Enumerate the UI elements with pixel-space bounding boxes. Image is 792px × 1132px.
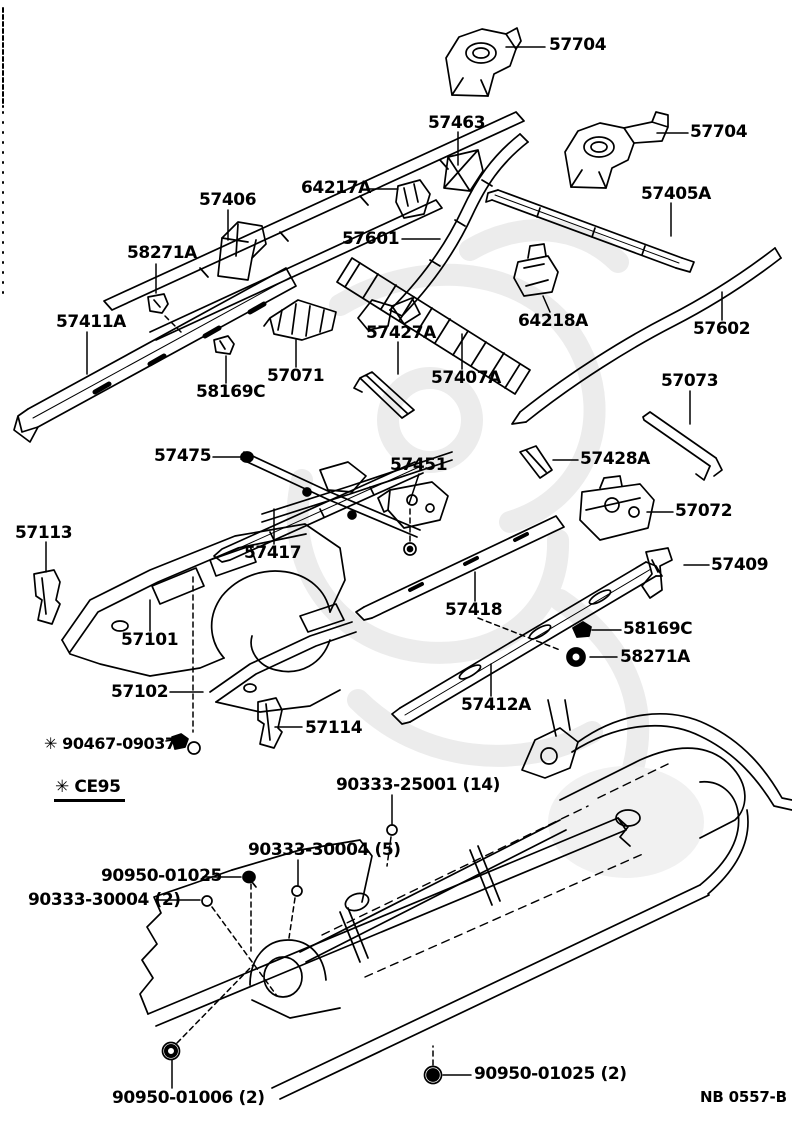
- part-label-57704-right: 57704: [690, 122, 748, 142]
- watermark-pattern: [286, 219, 704, 878]
- part-57071-plate: [263, 299, 337, 341]
- clip-icon-58169C-lower: [572, 621, 592, 638]
- part-label-58169C-lower: 58169C: [623, 619, 693, 639]
- part-label-90333-25001: 90333-25001 (14): [336, 775, 501, 795]
- ring-icon-30004-2: [201, 895, 213, 907]
- part-57704-bracket-right: [564, 111, 669, 189]
- bolt-icon-01025-2: [423, 1065, 443, 1085]
- part-label-64217A: 64217A: [301, 178, 371, 198]
- part-label-58271A-lower: 58271A: [620, 647, 690, 667]
- ring-icon-30004-5: [291, 885, 303, 897]
- part-label-90950-01025-2: 90950-01025 (2): [474, 1064, 627, 1084]
- part-57475-crossmember: [240, 451, 453, 538]
- part-label-57102: 57102: [111, 682, 169, 702]
- part-label-57602: 57602: [693, 319, 751, 339]
- part-57601-crossmember: [357, 133, 529, 331]
- part-57704-bracket-upper: [445, 27, 522, 97]
- part-57073-brace: [642, 411, 723, 481]
- part-label-57114: 57114: [305, 718, 363, 738]
- part-label-57451: 57451: [390, 455, 448, 475]
- underbody-frame-assembly: [139, 699, 792, 1100]
- part-label-57101: 57101: [121, 630, 179, 650]
- part-label-90333-30004-2: 90333-30004 (2): [28, 890, 181, 910]
- part-57418-member: [355, 515, 565, 621]
- part-label-57409: 57409: [711, 555, 769, 575]
- ring-icon-25001: [386, 824, 398, 836]
- part-label-90950-01006: 90950-01006 (2): [112, 1088, 265, 1108]
- part-label-90333-30004-5: 90333-30004 (5): [248, 840, 401, 860]
- bolt-icon-90467: [171, 733, 201, 755]
- part-57102-front-apron-right: [209, 603, 357, 713]
- grommet-icon-01006: [161, 1041, 181, 1061]
- part-label-58169C-upper: 58169C: [196, 382, 266, 402]
- part-label-57071: 57071: [267, 366, 325, 386]
- bolt-icon-01025: [242, 870, 257, 888]
- part-57428A-reinforcement: [519, 445, 553, 479]
- part-label-57463: 57463: [428, 113, 486, 133]
- part-57411A-rocker-outer: [13, 267, 297, 443]
- part-label-57405A: 57405A: [641, 184, 711, 204]
- part-57113-bracket: [33, 569, 61, 625]
- part-label-57406: 57406: [199, 190, 257, 210]
- part-57072-bracket: [579, 475, 655, 541]
- part-label-90950-01025: 90950-01025: [101, 866, 222, 886]
- part-57417-member: [213, 461, 424, 563]
- part-64217A-bracket: [395, 179, 431, 219]
- part-label-57113: 57113: [15, 523, 73, 543]
- part-57427A-reinforcement: [353, 371, 415, 419]
- assembly-dashed-lines: [164, 315, 561, 1066]
- part-label-58271A-upper: 58271A: [127, 243, 197, 263]
- part-label-57412A: 57412A: [461, 695, 531, 715]
- part-64218A-bracket: [513, 243, 559, 297]
- part-57409-bracket: [641, 547, 673, 599]
- part-57405A-apron-member: [485, 189, 695, 273]
- part-57407A-dash-panel-lower: [336, 257, 531, 395]
- part-label-57427A: 57427A: [366, 323, 436, 343]
- nut-icon-57451: [403, 542, 417, 556]
- part-label-57411A: 57411A: [56, 312, 126, 332]
- part-58169C-clip-upper: [213, 335, 235, 355]
- part-58271A-clip-upper: [147, 293, 169, 314]
- part-label-57417: 57417: [244, 543, 302, 563]
- part-57101-front-apron-left: [61, 523, 346, 677]
- part-label-57601: 57601: [342, 229, 400, 249]
- part-label-57072: 57072: [675, 501, 733, 521]
- drawing-code-label: NB 0557-B: [700, 1088, 787, 1106]
- part-label-57073: 57073: [661, 371, 719, 391]
- note-label-ce95: ✳ CE95: [54, 779, 125, 802]
- part-57406-bracket: [217, 221, 267, 281]
- part-label-57428A: 57428A: [580, 449, 650, 469]
- part-label-57704-upper: 57704: [549, 35, 607, 55]
- leader-lines: [45, 46, 723, 1089]
- part-57463-front-side-member: [103, 111, 525, 341]
- part-57602-cowl-member: [511, 247, 782, 425]
- part-label-57475: 57475: [154, 446, 212, 466]
- part-label-64218A: 64218A: [518, 311, 588, 331]
- note-label-90467-09037: ✳ 90467-09037: [44, 734, 176, 753]
- part-57114-bracket: [257, 697, 283, 749]
- part-label-57418: 57418: [445, 600, 503, 620]
- grommet-icon-58271A-lower: [566, 647, 586, 667]
- part-label-57407A: 57407A: [431, 368, 501, 388]
